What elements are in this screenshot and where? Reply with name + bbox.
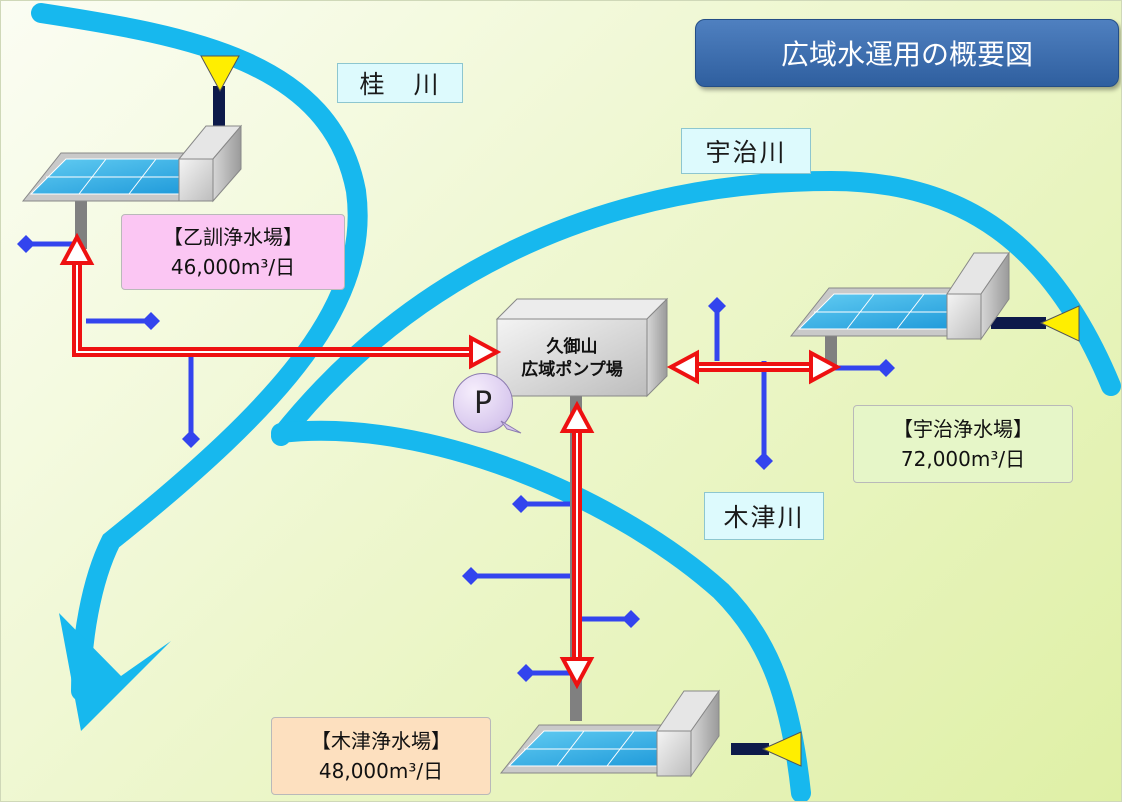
river-katsura: [31, 3, 368, 701]
arrowhead: [559, 400, 595, 433]
plant-label-otokuni: 【乙訓浄水場】 46,000m³/日: [121, 214, 345, 290]
pump-station-building: [495, 297, 669, 398]
outlet-marker: [708, 297, 726, 315]
arrowhead: [809, 349, 842, 385]
plant-label-kizu: 【木津浄水場】 48,000m³/日: [271, 717, 491, 795]
diagram-title: 広域水運用の概要図: [695, 19, 1119, 87]
arrowhead: [469, 334, 502, 370]
river-label-katsura: 桂 川: [337, 63, 463, 103]
outlet-marker: [877, 359, 895, 377]
river-uji: [271, 170, 1121, 446]
outlet-marker: [142, 312, 160, 330]
plant-label-uji: 【宇治浄水場】 72,000m³/日: [853, 405, 1073, 483]
pump-station-line1: 久御山: [546, 337, 598, 358]
outlet-marker: [517, 664, 535, 682]
arrowhead: [559, 657, 595, 690]
plant-name: 【乙訓浄水場】: [163, 225, 303, 249]
river-arrowhead: [59, 613, 171, 731]
outlet-marker: [512, 495, 530, 513]
plant-kizu-building: [499, 689, 720, 778]
river-label-uji: 宇治川: [681, 128, 811, 174]
plant-otokuni-building: [21, 124, 243, 203]
arrowhead: [666, 349, 699, 385]
outlet-marker: [755, 452, 773, 470]
river-label-kizu: 木津川: [704, 492, 824, 540]
outlet-marker: [622, 610, 640, 628]
pump-station-label: 久御山 広域ポンプ場: [497, 321, 647, 396]
river-kizu: [271, 420, 811, 801]
plant-name: 【宇治浄水場】: [893, 417, 1033, 441]
transfer-routes: [59, 232, 842, 690]
pump-badge: P: [453, 373, 513, 433]
plant-name: 【木津浄水場】: [311, 729, 451, 753]
outlet-marker: [182, 430, 200, 448]
plant-capacity: 72,000m³/日: [900, 447, 1026, 471]
inflow-marker-kizu: [761, 731, 802, 767]
inflow-marker-uji: [1039, 305, 1080, 342]
outlet-marker: [462, 567, 480, 585]
plant-capacity: 46,000m³/日: [170, 255, 296, 279]
pump-station-line2: 広域ポンプ場: [521, 359, 623, 380]
inflow-marker-katsura: [200, 55, 240, 93]
outlet-marker: [17, 235, 35, 253]
plant-capacity: 48,000m³/日: [318, 759, 444, 783]
plant-uji-building: [789, 251, 1010, 341]
arrowhead: [59, 232, 95, 265]
